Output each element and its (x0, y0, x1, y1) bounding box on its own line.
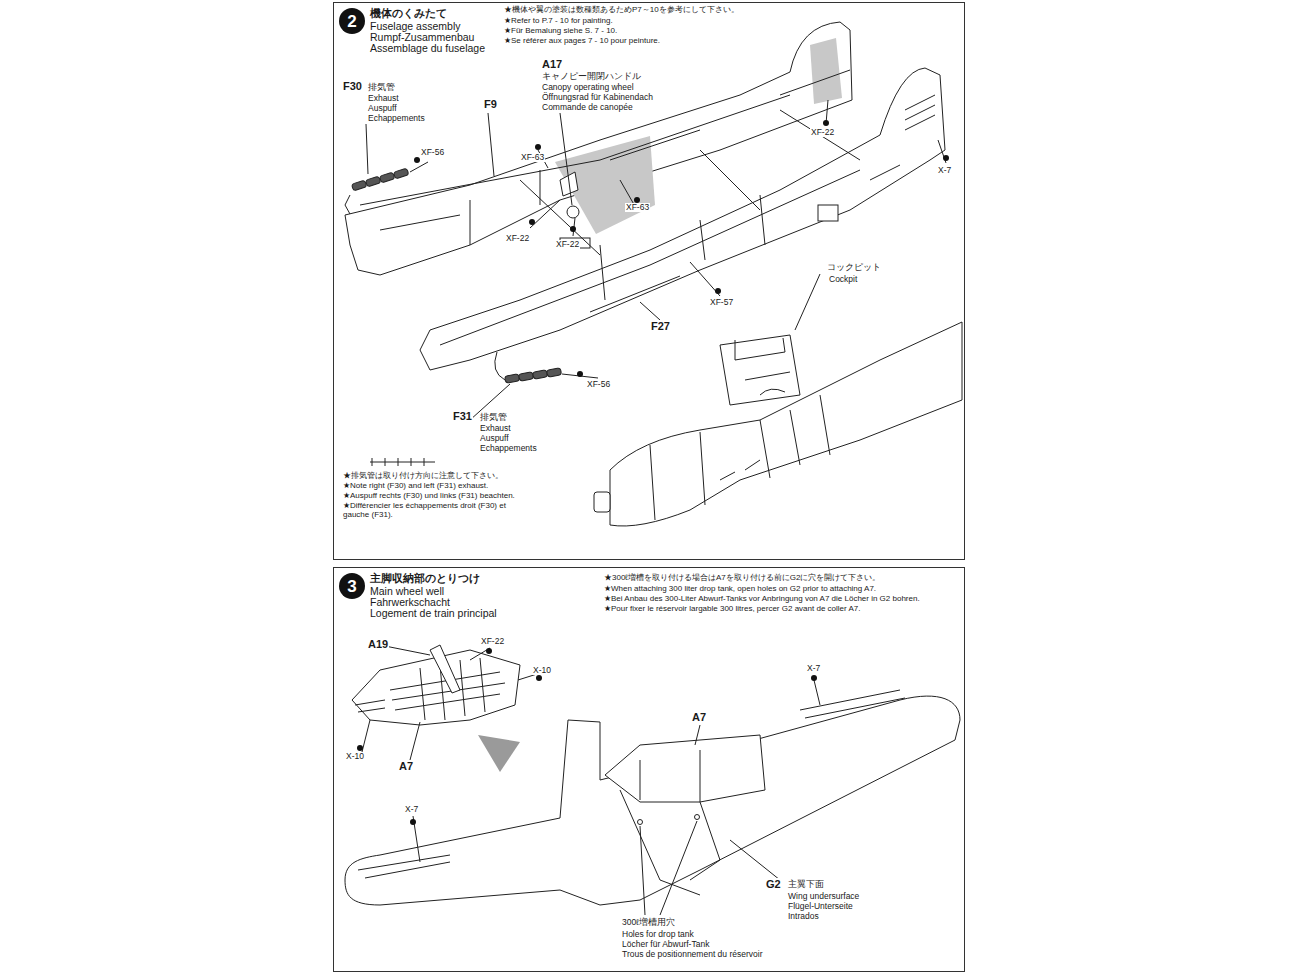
note-text: ★Auspuff rechts (F30) und links (F31) be… (342, 492, 516, 501)
part-name: コックピット (826, 263, 882, 272)
paint-code: XF-22 (555, 240, 580, 249)
part-name: 排気管 (367, 83, 396, 92)
paint-code: X-10 (345, 752, 365, 761)
part-name: Auspuff (367, 104, 398, 113)
part-name: Echappements (479, 444, 538, 453)
part-number: F9 (483, 98, 498, 110)
step-heading: Fahrwerkschacht (370, 597, 450, 609)
part-name: Flügel-Unterseite (787, 902, 854, 911)
part-number: A19 (367, 638, 389, 650)
step-panel: 主脚収納部のとりつけMain wheel wellFahrwerkschacht… (333, 567, 965, 972)
paint-code: XF-63 (625, 203, 650, 212)
part-name: Exhaust (367, 94, 400, 103)
note-text: ★Se référer aux pages 7 - 10 pour peintu… (503, 37, 661, 46)
part-name: Holes for drop tank (621, 930, 695, 939)
paint-code: X-7 (937, 166, 952, 175)
part-number: F31 (452, 410, 473, 422)
part-number: A7 (691, 711, 707, 723)
part-name: Commande de canopée (541, 103, 634, 112)
part-name: Löcher für Abwurf-Tank (621, 940, 710, 949)
note-text: ★Pour fixer le réservoir largable 300 li… (603, 605, 861, 614)
step-heading: Logement de train principal (370, 608, 497, 620)
paint-code: X-10 (532, 666, 552, 675)
part-number: A17 (541, 58, 563, 70)
step-digit: 2 (347, 13, 356, 30)
paint-code: XF-63 (520, 153, 545, 162)
part-name: Öffnungsrad für Kabinendach (541, 93, 654, 102)
paint-code: X-7 (806, 664, 821, 673)
step-heading: Rumpf-Zusammenbau (370, 32, 474, 44)
part-name: Auspuff (479, 434, 510, 443)
part-number: A7 (398, 760, 414, 772)
note-text: ★Bei Anbau des 300-Liter Abwurf-Tanks vo… (603, 595, 921, 604)
paint-code: XF-57 (709, 298, 734, 307)
note-text: ★Différencier les échappements droit (F3… (342, 502, 534, 520)
paint-code: XF-22 (480, 637, 505, 646)
part-name: Wing undersurface (787, 892, 860, 901)
step-number: 3 (339, 573, 365, 599)
part-number: F27 (650, 320, 671, 332)
step-heading: 主脚収納部のとりつけ (370, 573, 480, 585)
step-number: 2 (339, 8, 365, 34)
step-heading: Assemblage du fuselage (370, 43, 485, 55)
note-text: ★機体や翼の塗装は数種類あるためP7～10を参考にして下さい。 (503, 6, 740, 15)
paint-code: XF-56 (420, 148, 445, 157)
part-number: F30 (342, 80, 363, 92)
note-text: ★Für Bemalung siehe S. 7 - 10. (503, 27, 618, 36)
step-heading: Main wheel well (370, 586, 444, 598)
note-text: ★Refer to P.7 - 10 for painting. (503, 17, 614, 26)
part-name: 排気管 (479, 413, 508, 422)
part-name: キャノピー開閉ハンドル (541, 72, 642, 81)
paint-code: XF-22 (810, 128, 835, 137)
paint-code: X-7 (404, 805, 419, 814)
note-text: ★Note right (F30) and left (F31) exhaust… (342, 482, 489, 491)
part-name: Cockpit (828, 275, 858, 284)
part-name: Echappements (367, 114, 426, 123)
note-text: ★排気管は取り付け方向に注意して下さい。 (342, 472, 504, 481)
part-name: Canopy operating wheel (541, 83, 635, 92)
paint-code: XF-56 (586, 380, 611, 389)
part-name: Intrados (787, 912, 820, 921)
note-text: ★300ℓ増槽を取り付ける場合はA7を取り付ける前にG2に穴を開けて下さい。 (603, 574, 881, 583)
part-name: 300ℓ増槽用穴 (621, 918, 676, 927)
note-text: ★When attaching 300 liter drop tank, ope… (603, 585, 877, 594)
part-number: G2 (765, 878, 782, 890)
step-heading: 機体のくみたて (370, 8, 447, 20)
paint-code: XF-22 (505, 234, 530, 243)
part-name: 主翼下面 (787, 880, 825, 889)
part-name: Exhaust (479, 424, 512, 433)
step-heading: Fuselage assembly (370, 21, 460, 33)
part-name: Trous de positionnement du réservoir (621, 950, 763, 959)
step-digit: 3 (347, 578, 356, 595)
